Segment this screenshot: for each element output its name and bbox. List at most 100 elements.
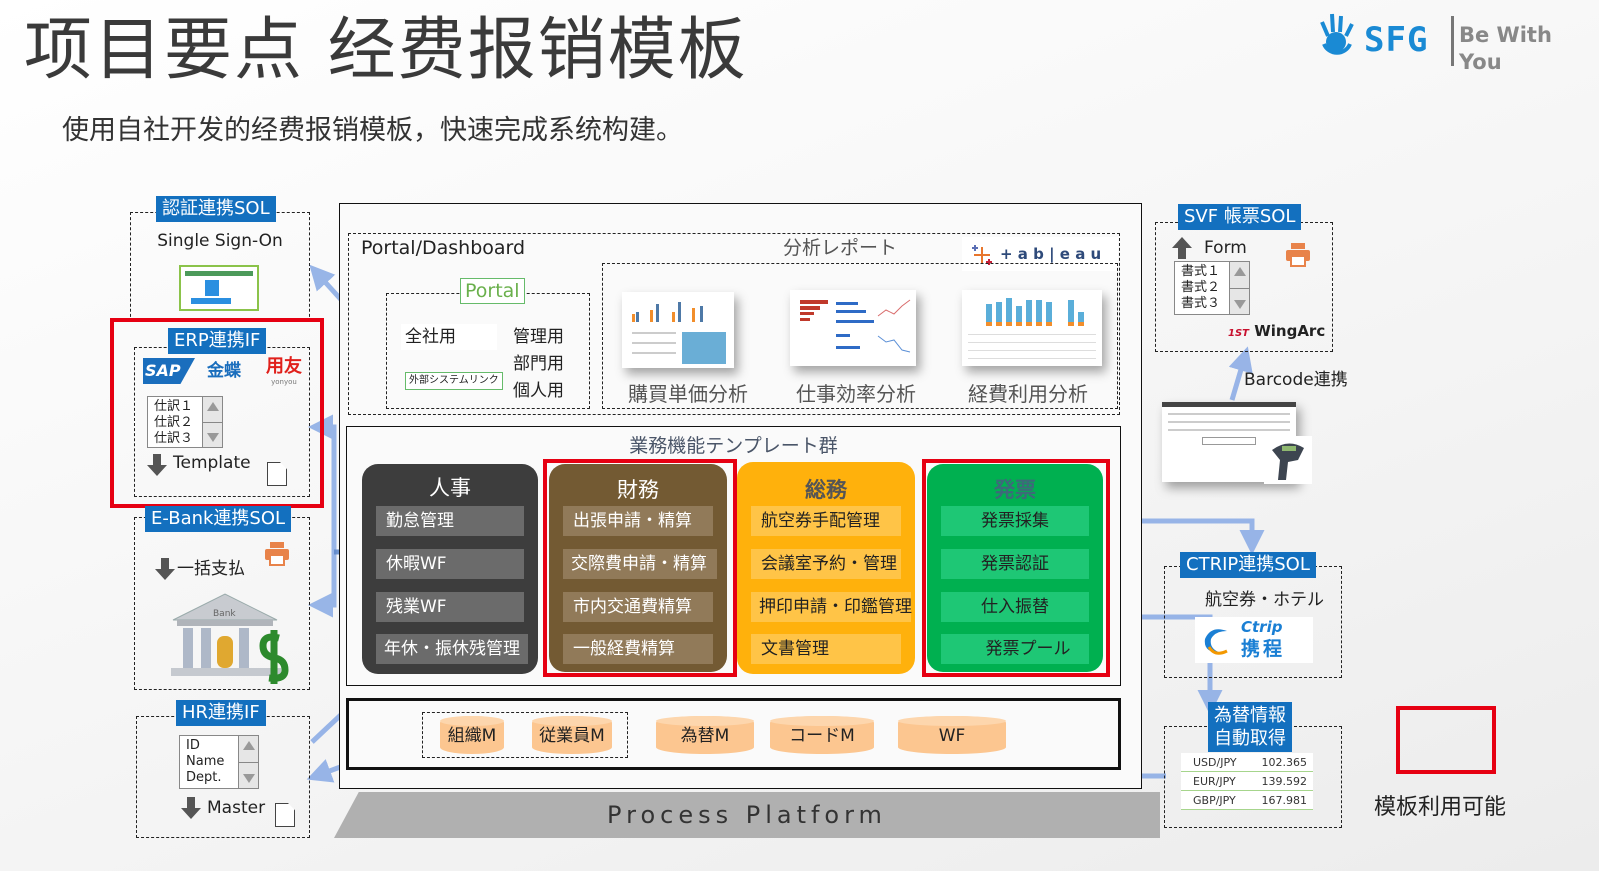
upload-arrow-icon xyxy=(1172,237,1192,259)
barcode-scanner-icon xyxy=(1264,436,1312,484)
group-title-invoice: 発票 xyxy=(994,478,1036,502)
template-group-hr: 人事 勤怠管理 休暇WF 残業WF 年休・振休残管理 xyxy=(362,464,538,674)
printer-icon xyxy=(1286,243,1310,267)
role-personal[interactable]: 個人用 xyxy=(513,381,564,401)
hr-if-panel: ID Name Dept. Master xyxy=(136,716,310,838)
bar-chart-icon xyxy=(632,302,726,364)
template-item[interactable]: 発票採集 xyxy=(941,506,1089,536)
form-item[interactable]: 書式１ xyxy=(1181,264,1221,279)
ctrip-sol-panel: 航空券・ホテル Ctrip 携程 xyxy=(1164,566,1342,678)
tableau-cross-icon xyxy=(972,245,992,265)
portal-dashboard-title: Portal/Dashboard xyxy=(361,237,526,259)
journal-item[interactable]: 仕訳２ xyxy=(154,415,194,430)
yonyou-logo-block: 用友 yonyou xyxy=(263,356,305,386)
form-listbox[interactable]: 書式１ 書式２ 書式３ xyxy=(1174,261,1250,315)
tableau-wordmark: + a b | e a u xyxy=(1000,245,1102,263)
wingarc-wordmark: WingArc xyxy=(1254,322,1326,340)
process-platform: Process Platform xyxy=(334,792,1160,838)
hr-field-item[interactable]: Name xyxy=(186,754,225,769)
legend-text: 模板利用可能 xyxy=(1374,795,1507,820)
journal-scrollbar[interactable] xyxy=(202,397,222,447)
wingarc-logo: 1ST WingArc xyxy=(1228,321,1325,344)
hr-field-listbox[interactable]: ID Name Dept. xyxy=(179,735,259,789)
role-admin[interactable]: 管理用 xyxy=(513,327,564,347)
template-item[interactable]: 出張申請・精算 xyxy=(563,506,713,536)
form-label: Form xyxy=(1204,238,1247,258)
auth-sol-label: 認証連携SOL xyxy=(156,196,276,222)
hr-scrollbar[interactable] xyxy=(238,736,258,788)
fx-label-line2: 自動取得 xyxy=(1214,728,1286,749)
template-item[interactable]: 会議室予約・管理 xyxy=(751,549,901,579)
document-icon xyxy=(275,803,295,827)
fx-label-line1: 為替情報 xyxy=(1214,705,1286,726)
kingdee-logo: 金蝶 xyxy=(207,361,241,381)
journal-item[interactable]: 仕訳３ xyxy=(154,431,194,446)
external-system-link[interactable]: 外部システムリンク xyxy=(405,372,503,390)
ctrip-cn-wordmark: 携程 xyxy=(1241,638,1286,660)
master-wf[interactable]: WF xyxy=(898,716,1006,754)
page-title: 项目要点 经费报销模板 xyxy=(24,11,748,90)
bank-icon: Bank xyxy=(171,593,289,684)
master-employee[interactable]: 従業員M xyxy=(532,716,612,754)
analysis-report-title: 分析レポート xyxy=(783,237,898,259)
analysis-report-panel xyxy=(602,263,1118,409)
form-item[interactable]: 書式３ xyxy=(1181,296,1221,311)
master-fx[interactable]: 為替M xyxy=(656,716,754,754)
erp-if-label: ERP連携IF xyxy=(168,328,267,354)
portal-panel: 全社用 外部システムリンク 管理用 部門用 個人用 xyxy=(386,293,590,409)
role-department[interactable]: 部門用 xyxy=(513,354,564,374)
svf-sol-label: SVF 帳票SOL xyxy=(1178,204,1302,230)
template-group-invoice: 発票 発票採集 発票認証 仕入振替 発票プール xyxy=(927,464,1103,672)
tableau-logo: + a b | e a u xyxy=(962,237,1118,271)
dolphin-icon xyxy=(1204,629,1228,655)
portal-dashboard-panel: Portal/Dashboard 分析レポート xyxy=(348,233,1120,415)
journal-listbox[interactable]: 仕訳１ 仕訳２ 仕訳３ xyxy=(147,396,223,448)
work-efficiency-report-thumbnail[interactable] xyxy=(790,290,916,366)
sso-screenshot xyxy=(179,265,259,311)
template-item[interactable]: 発票認証 xyxy=(941,549,1089,579)
purchase-price-report-thumbnail[interactable] xyxy=(622,292,734,368)
template-item[interactable]: 発票プール xyxy=(941,634,1089,664)
finance-template-highlight xyxy=(543,459,737,677)
template-item[interactable]: 航空券手配管理 xyxy=(751,506,901,536)
template-item[interactable]: 仕入振替 xyxy=(941,592,1089,622)
template-item[interactable]: 年休・振休残管理 xyxy=(376,634,528,664)
fx-pair: GBP/JPY xyxy=(1193,794,1236,807)
master-code[interactable]: コードM xyxy=(770,716,874,754)
journal-item[interactable]: 仕訳１ xyxy=(154,399,194,414)
template-item[interactable]: 押印申請・印鑑管理 xyxy=(751,592,912,622)
brand-name: SFG xyxy=(1364,20,1429,60)
template-item[interactable]: 市内交通費精算 xyxy=(563,592,713,622)
template-group-title: 業務機能テンプレート群 xyxy=(629,435,838,457)
template-item[interactable]: 文書管理 xyxy=(751,634,901,664)
form-item[interactable]: 書式２ xyxy=(1181,280,1221,295)
ebank-link-line xyxy=(308,552,337,618)
ctrip-logo: Ctrip 携程 xyxy=(1195,617,1313,663)
report-label: 仕事効率分析 xyxy=(796,382,916,406)
template-item[interactable]: 勤怠管理 xyxy=(376,506,524,536)
group-title-hr: 人事 xyxy=(429,476,471,500)
barcode-label: Barcode連携 xyxy=(1244,370,1348,390)
hr-field-item[interactable]: Dept. xyxy=(186,770,222,785)
yonyou-subtext: yonyou xyxy=(271,378,297,386)
template-label: Template xyxy=(173,453,251,473)
template-item[interactable]: 休暇WF xyxy=(376,549,524,579)
brand-tagline: Be With You xyxy=(1459,22,1552,76)
template-item[interactable]: 残業WF xyxy=(376,592,524,622)
hand-logo-icon xyxy=(1320,13,1354,55)
hr-field-item[interactable]: ID xyxy=(186,738,200,753)
fx-auto-fetch-label: 為替情報 自動取得 xyxy=(1208,702,1292,752)
expense-usage-report-thumbnail[interactable] xyxy=(962,290,1102,366)
master-org[interactable]: 組織M xyxy=(440,716,504,754)
template-item[interactable]: 交際費申請・精算 xyxy=(563,549,717,579)
template-item[interactable]: 一般経費精算 xyxy=(563,634,713,664)
bank-sign: Bank xyxy=(213,609,236,619)
hr-if-label: HR連携IF xyxy=(176,700,266,726)
download-arrow-icon xyxy=(147,454,167,476)
logo-divider xyxy=(1451,16,1454,66)
yonyou-logo: 用友 xyxy=(266,356,302,377)
form-scrollbar[interactable] xyxy=(1229,262,1249,314)
auth-sol-panel: Single Sign-On xyxy=(130,212,310,322)
sap-logo: SAP xyxy=(143,358,195,384)
